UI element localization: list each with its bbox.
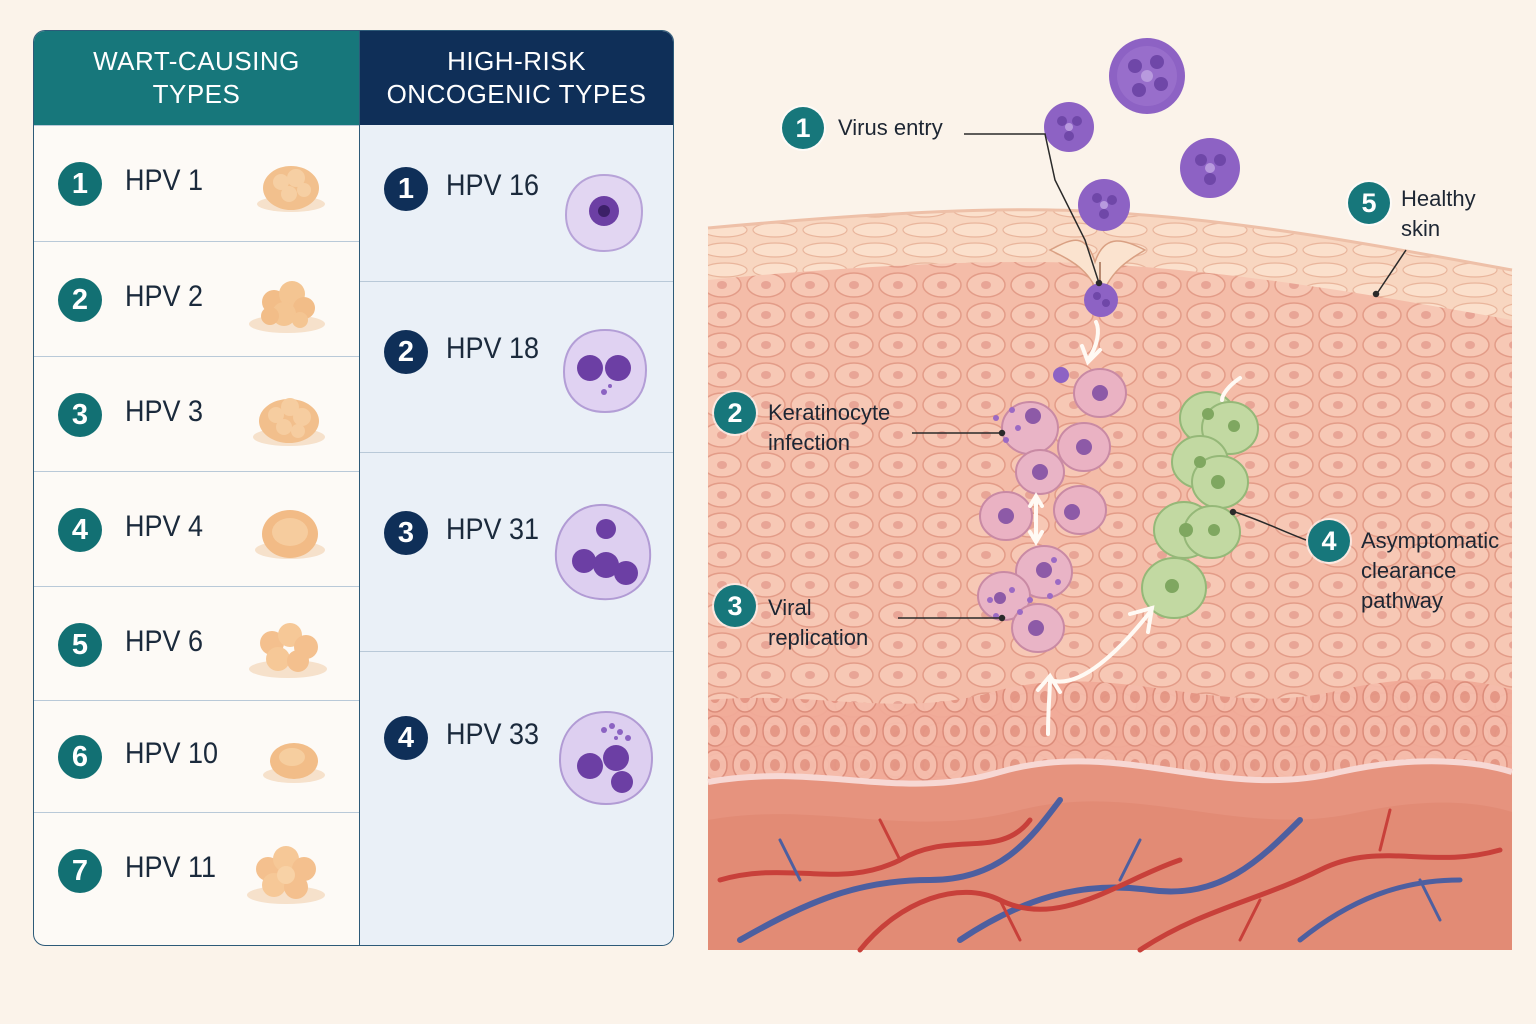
wart-icon: [255, 510, 325, 559]
oncogenic-header: HIGH-RISK ONCOGENIC TYPES: [360, 31, 673, 125]
oncogenic-type-label: HPV 33: [446, 718, 540, 751]
callout-label: Keratinocyte infection: [768, 400, 891, 455]
process-arrows: [1028, 320, 1242, 736]
blood-vessels: [717, 797, 1503, 953]
abnormal-cell-icon: [558, 710, 654, 806]
wart-type-label: HPV 3: [125, 395, 204, 428]
wart-causing-column: WART-CAUSING TYPES 1 HPV 1 2 HPV 2 3: [34, 31, 359, 945]
callout-label: Virus entry: [838, 115, 943, 140]
hpv-infection-diagram: 1 Virus entry 2 Keratinocyte infection 3…: [700, 0, 1536, 1024]
wart-type-row: 6 HPV 10: [34, 700, 359, 812]
wart-icon: [257, 166, 325, 212]
oncogenic-type-row: 4 HPV 33: [360, 651, 673, 945]
wart-type-row: 4 HPV 4: [34, 471, 359, 586]
step-badge: 1: [782, 107, 824, 149]
wart-icon: [253, 398, 325, 446]
step-badge: 3: [714, 585, 756, 627]
oncogenic-type-label: HPV 31: [446, 513, 540, 546]
wart-type-row: 5 HPV 6: [34, 586, 359, 700]
oncogenic-column: HIGH-RISK ONCOGENIC TYPES 1 HPV 16 2 HPV…: [359, 31, 673, 945]
step-badge: 2: [714, 392, 756, 434]
wart-icon: [263, 743, 325, 783]
wart-icon: [247, 846, 325, 904]
wart-type-label: HPV 11: [125, 851, 217, 884]
wart-type-label: HPV 1: [125, 164, 204, 197]
wart-icon: [249, 281, 325, 333]
oncogenic-type-row: 1 HPV 16: [360, 125, 673, 281]
number-badge: 5: [58, 623, 102, 667]
number-badge: 7: [58, 849, 102, 893]
callout-label: Viral replication: [768, 595, 869, 650]
wart-type-label: HPV 10: [125, 737, 219, 770]
number-badge: 2: [58, 278, 102, 322]
wart-type-label: HPV 4: [125, 510, 204, 543]
leader-lines: [898, 133, 1407, 622]
oncogenic-type-label: HPV 18: [446, 332, 540, 365]
wart-type-row: 3 HPV 3: [34, 356, 359, 471]
wart-type-row: 7 HPV 11: [34, 812, 359, 945]
number-badge: 4: [58, 508, 102, 552]
wart-type-label: HPV 2: [125, 280, 204, 313]
virus-particles: [1044, 38, 1240, 383]
hpv-types-table: WART-CAUSING TYPES 1 HPV 1 2 HPV 2 3: [33, 30, 674, 946]
abnormal-cell-icon: [562, 328, 648, 414]
number-badge: 2: [384, 330, 428, 374]
skin-cross-section: [707, 38, 1513, 953]
number-badge: 3: [384, 511, 428, 555]
wart-type-row: 1 HPV 1: [34, 125, 359, 241]
callout-label: Asymptomatic clearance pathway: [1361, 528, 1500, 613]
step-badge: 4: [1308, 520, 1350, 562]
number-badge: 1: [384, 167, 428, 211]
abnormal-cell-icon: [564, 173, 644, 253]
number-badge: 1: [58, 162, 102, 206]
wart-icon: [249, 623, 327, 678]
abnormal-cell-icon: [554, 503, 652, 601]
wart-causing-header: WART-CAUSING TYPES: [34, 31, 359, 125]
number-badge: 6: [58, 735, 102, 779]
oncogenic-type-label: HPV 16: [446, 169, 540, 202]
wart-type-row: 2 HPV 2: [34, 241, 359, 356]
number-badge: 4: [384, 716, 428, 760]
infected-cells: [977, 368, 1127, 653]
oncogenic-type-row: 2 HPV 18: [360, 281, 673, 452]
wart-type-label: HPV 6: [125, 625, 204, 658]
oncogenic-type-row: 3 HPV 31: [360, 452, 673, 651]
clearance-cells: [1141, 391, 1259, 619]
step-badge: 5: [1348, 182, 1390, 224]
number-badge: 3: [58, 393, 102, 437]
callout-label: Healthy skin: [1401, 186, 1476, 241]
